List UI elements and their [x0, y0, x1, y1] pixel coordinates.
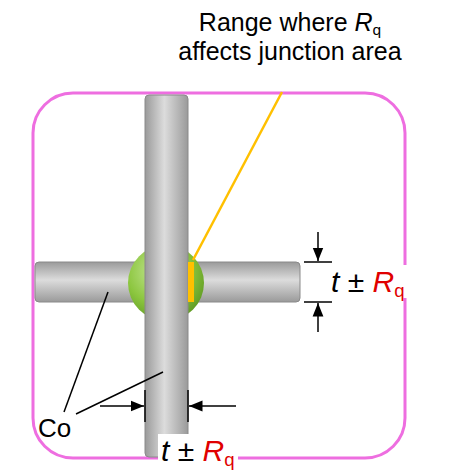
junction-range-mark — [188, 262, 194, 302]
leader-line — [76, 372, 163, 414]
extension-line — [187, 390, 189, 422]
dimension-arrow — [100, 405, 144, 407]
leader-line — [193, 92, 282, 260]
callout-text: Range where Rq affects junction area — [159, 8, 421, 66]
extension-line — [304, 261, 332, 263]
dimension-label: t ± Rq — [328, 265, 452, 300]
extension-line — [144, 390, 146, 422]
leader-line — [64, 292, 108, 412]
extension-line — [304, 301, 332, 303]
part-label: Co — [38, 414, 98, 444]
dimension-arrow — [317, 303, 319, 332]
co-bar-vertical — [145, 95, 188, 457]
dimension-label: t ± Rq — [158, 434, 282, 469]
dimension-arrow — [189, 405, 236, 407]
dimension-arrow — [317, 232, 319, 261]
